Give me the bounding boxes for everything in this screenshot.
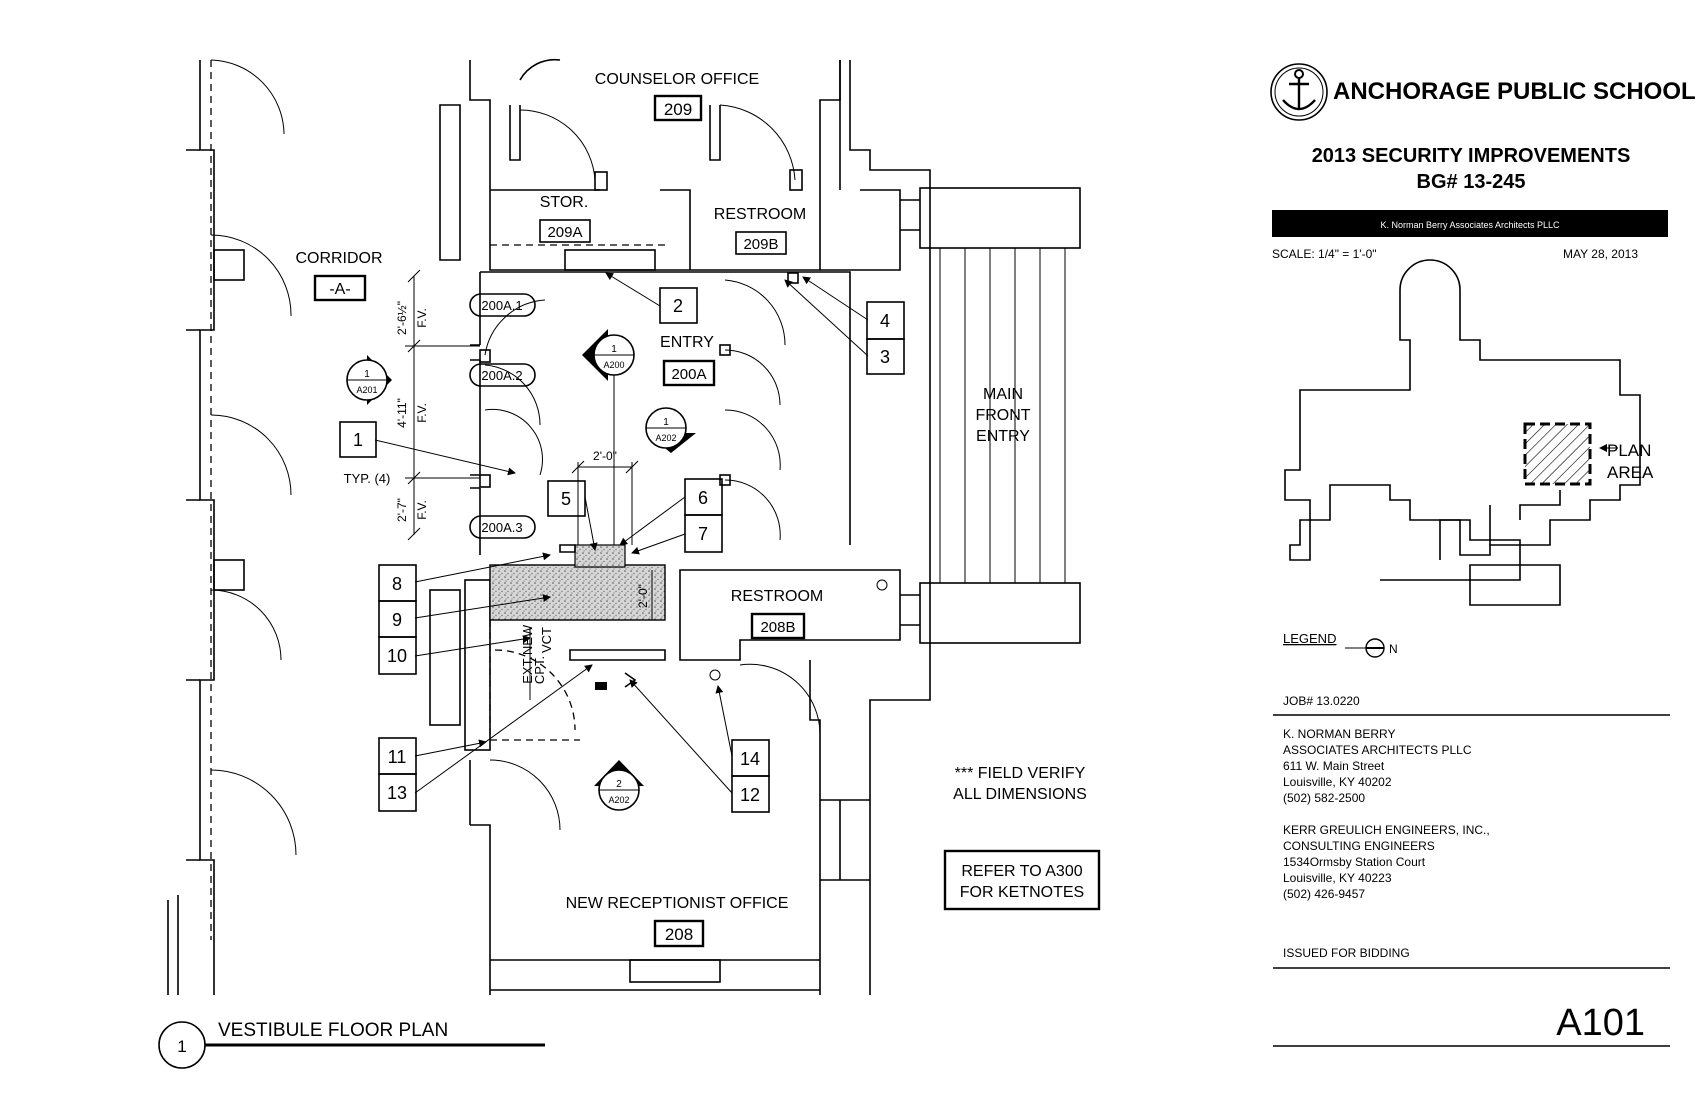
door-tags: 200A.1 200A.2 200A.3 bbox=[469, 293, 536, 539]
sheet-number: A101 bbox=[1556, 1002, 1645, 1044]
issue-date: MAY 28, 2013 bbox=[1563, 247, 1638, 261]
architect-line-2: ASSOCIATES ARCHITECTS PLLC bbox=[1283, 743, 1472, 757]
engineer-line-1: KERR GREULICH ENGINEERS, INC., bbox=[1283, 823, 1490, 837]
dim-width: 2'-0" bbox=[593, 449, 617, 463]
door-tag-200a-2: 200A.2 bbox=[481, 368, 522, 383]
room-labels: COUNSELOR OFFICE 209 STOR. 209A RESTROOM… bbox=[295, 71, 1031, 948]
engineer-line-2: CONSULTING ENGINEERS bbox=[1283, 839, 1435, 853]
dimensions: 2'-6½" F.V. 4'-11" F.V. 2'-7" F.V. TYP. … bbox=[344, 269, 653, 700]
door-tag-200a-3: 200A.3 bbox=[481, 520, 522, 535]
keynote-10: 10 bbox=[387, 646, 407, 666]
room-name-restroom-209b: RESTROOM bbox=[714, 206, 806, 223]
floor-ext: EXT. bbox=[520, 656, 535, 683]
room-name-corridor: CORRIDOR bbox=[295, 250, 382, 267]
engineer-line-3: 1534Ormsby Station Court bbox=[1283, 855, 1426, 869]
room-number-209: 209 bbox=[664, 100, 692, 119]
section-marker-a200: 1 A200 bbox=[582, 329, 635, 545]
main-entry-line-1: MAIN bbox=[983, 386, 1023, 403]
room-name-entry: ENTRY bbox=[660, 334, 714, 351]
room-number-209a: 209A bbox=[547, 224, 582, 241]
drawing-number: 1 bbox=[177, 1037, 186, 1056]
svg-text:A201: A201 bbox=[356, 385, 377, 395]
room-name-receptionist: NEW RECEPTIONIST OFFICE bbox=[566, 895, 789, 912]
firm-banner: K. Norman Berry Associates Architects PL… bbox=[1380, 220, 1560, 230]
scale-note: SCALE: 1/4" = 1'-0" bbox=[1272, 247, 1377, 261]
school-name: ANCHORAGE PUBLIC SCHOOL bbox=[1333, 78, 1696, 105]
main-entry-line-3: ENTRY bbox=[976, 428, 1030, 445]
anchor-logo bbox=[1270, 63, 1328, 121]
main-entry-line-2: FRONT bbox=[975, 407, 1030, 424]
room-name-restroom-208b: RESTROOM bbox=[731, 588, 823, 605]
room-name-storage: STOR. bbox=[540, 194, 589, 211]
svg-text:A202: A202 bbox=[655, 433, 676, 443]
keynote-14: 14 bbox=[740, 749, 760, 769]
plan-area-label-2: AREA bbox=[1607, 463, 1654, 482]
field-verify-line-2: ALL DIMENSIONS bbox=[953, 786, 1087, 803]
issued-note: ISSUED FOR BIDDING bbox=[1283, 946, 1410, 960]
keynote-3: 3 bbox=[880, 347, 890, 367]
dim-height: 2'-0" bbox=[636, 584, 650, 608]
keynote-tags: 1 2 3 4 5 6 7 8 9 10 11 12 13 14 bbox=[339, 272, 905, 813]
room-number-208b: 208B bbox=[760, 619, 795, 636]
key-plan bbox=[1284, 259, 1641, 606]
typ-note: TYP. (4) bbox=[344, 471, 391, 486]
dim-2: 4'-11" bbox=[395, 398, 409, 428]
north-label: N bbox=[1389, 642, 1398, 656]
refer-note-line-1: REFER TO A300 bbox=[961, 863, 1082, 880]
dim-1: 2'-6½" bbox=[395, 301, 409, 335]
engineer-line-5: (502) 426-9457 bbox=[1283, 887, 1365, 901]
section-marker-a202-1: 1 A202 bbox=[645, 407, 696, 453]
architect-line-5: (502) 582-2500 bbox=[1283, 791, 1365, 805]
legend-label: LEGEND bbox=[1283, 631, 1336, 646]
keynote-9: 9 bbox=[392, 610, 402, 630]
door-tag-200a-1: 200A.1 bbox=[481, 298, 522, 313]
svg-text:A200: A200 bbox=[603, 360, 624, 370]
keynote-2: 2 bbox=[673, 296, 683, 316]
svg-text:1: 1 bbox=[663, 417, 669, 428]
floor-vct: VCT bbox=[539, 627, 554, 653]
keynote-7: 7 bbox=[698, 524, 708, 544]
keynote-8: 8 bbox=[392, 574, 402, 594]
architect-line-1: K. NORMAN BERRY bbox=[1283, 727, 1395, 741]
svg-text:A202: A202 bbox=[608, 795, 629, 805]
title-block: ANCHORAGE PUBLIC SCHOOL 2013 SECURITY IM… bbox=[1270, 63, 1696, 1047]
room-number-200a: 200A bbox=[671, 366, 706, 383]
room-number-208: 208 bbox=[665, 925, 693, 944]
field-verify-line-1: *** FIELD VERIFY bbox=[955, 765, 1086, 782]
room-number-209b: 209B bbox=[743, 236, 778, 253]
bg-number: BG# 13-245 bbox=[1417, 171, 1526, 193]
project-title: 2013 SECURITY IMPROVEMENTS bbox=[1312, 145, 1631, 167]
room-name-counselor: COUNSELOR OFFICE bbox=[595, 71, 759, 88]
architect-line-4: Louisville, KY 40202 bbox=[1283, 775, 1392, 789]
keynote-6: 6 bbox=[698, 488, 708, 508]
dim-1-note: F.V. bbox=[415, 308, 429, 328]
floor-cpt: CPT. bbox=[532, 656, 547, 684]
refer-note-line-2: FOR KETNOTES bbox=[960, 884, 1084, 901]
engineer-line-4: Louisville, KY 40223 bbox=[1283, 871, 1392, 885]
architect-line-3: 611 W. Main Street bbox=[1283, 759, 1385, 773]
section-marker-a201: 1 A201 bbox=[346, 355, 392, 405]
keynote-13: 13 bbox=[387, 783, 407, 803]
drawing-title-text: VESTIBULE FLOOR PLAN bbox=[218, 1020, 448, 1041]
dim-3: 2'-7" bbox=[395, 498, 409, 522]
section-marker-a202-2: 2 A202 bbox=[594, 760, 644, 811]
svg-text:1: 1 bbox=[364, 369, 370, 380]
dim-2-note: F.V. bbox=[415, 403, 429, 423]
keynote-5: 5 bbox=[561, 489, 571, 509]
plan-geometry bbox=[167, 58, 1081, 995]
section-markers: 1 A201 1 A200 1 A202 2 A202 bbox=[346, 329, 696, 811]
job-number: JOB# 13.0220 bbox=[1283, 694, 1360, 708]
svg-text:2: 2 bbox=[616, 779, 622, 790]
general-notes: *** FIELD VERIFY ALL DIMENSIONS REFER TO… bbox=[943, 765, 1101, 911]
svg-text:1: 1 bbox=[611, 344, 617, 355]
dim-3-note: F.V. bbox=[415, 500, 429, 520]
corridor-tag: -A- bbox=[329, 281, 350, 298]
drawing-title: 1 VESTIBULE FLOOR PLAN bbox=[158, 1020, 545, 1069]
keynote-1: 1 bbox=[353, 430, 363, 450]
keynote-11: 11 bbox=[388, 747, 407, 767]
keynote-4: 4 bbox=[880, 311, 890, 331]
plan-area-label-1: PLAN bbox=[1607, 441, 1651, 460]
keynote-12: 12 bbox=[740, 785, 760, 805]
